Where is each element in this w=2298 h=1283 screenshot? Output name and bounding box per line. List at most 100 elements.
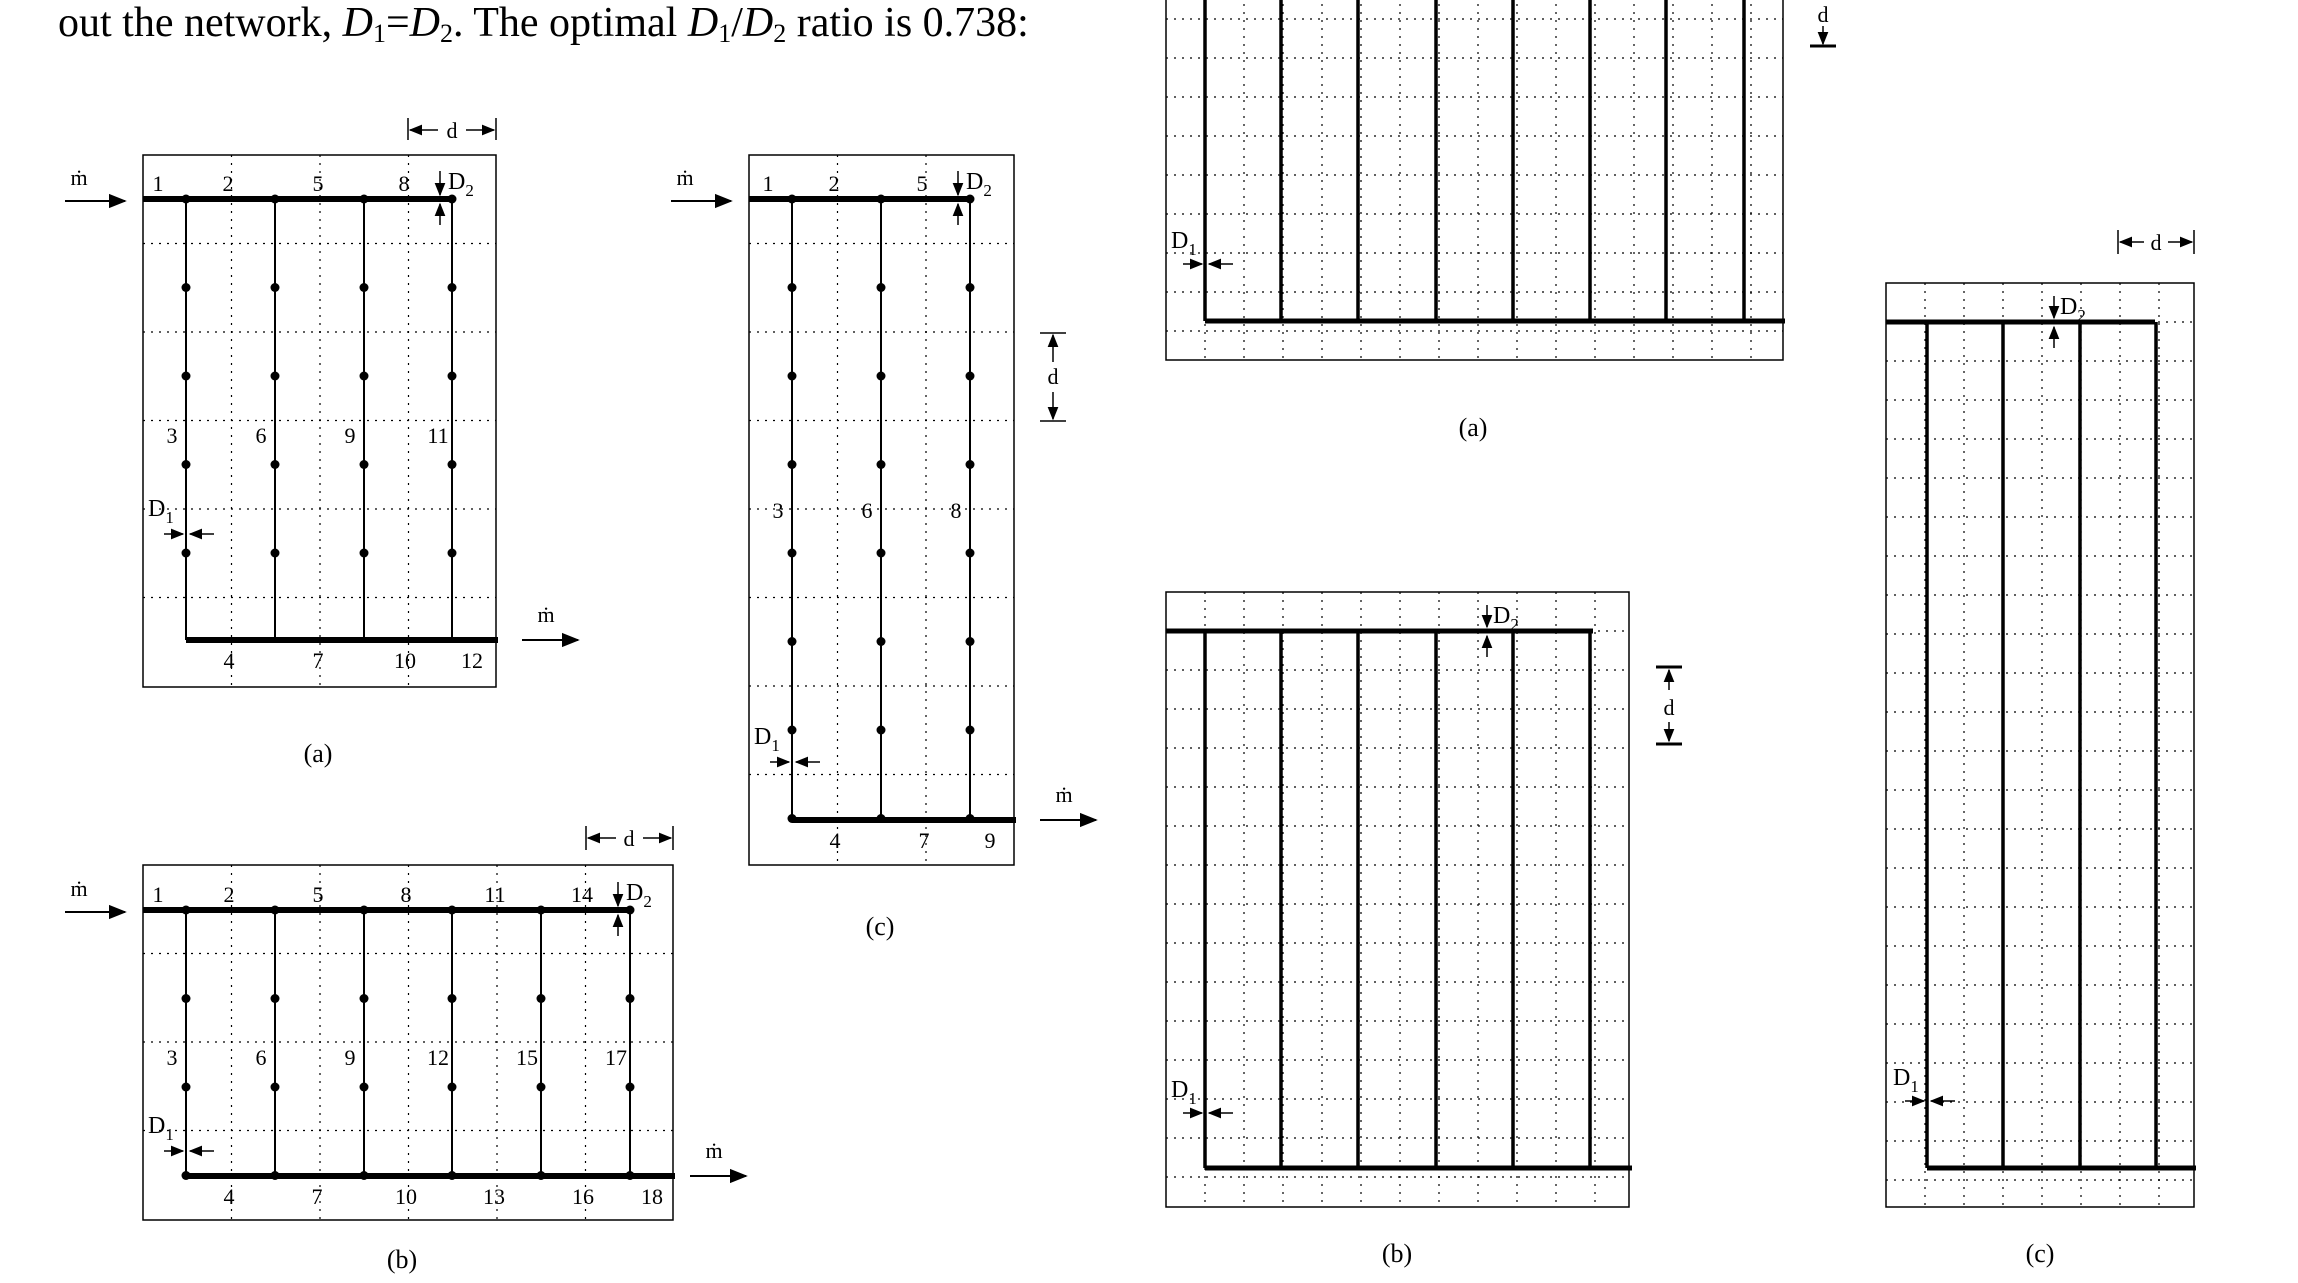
left-a-mid-node-label: 6: [256, 423, 267, 448]
left-c-node: [787, 637, 797, 646]
left-a-inflow-label: ṁ: [70, 165, 87, 190]
left-b-node: [270, 1082, 280, 1092]
left-b-node: [625, 1082, 635, 1092]
left-b-mid-node-label: 17: [605, 1045, 627, 1070]
left-b-caption: (b): [387, 1245, 417, 1274]
left-b-node: [536, 1082, 546, 1092]
left-b-node: [625, 1171, 635, 1180]
left-c-dim-label: d: [1048, 364, 1059, 389]
left-b-bottom-node-label: 4: [224, 1184, 235, 1209]
left-a-node: [270, 371, 280, 381]
left-c-mid-node-label: 6: [862, 498, 873, 523]
left-a-node: [270, 460, 280, 469]
left-a-bottom-node-label: 4: [224, 648, 235, 673]
left-b-top-node-label: 8: [401, 882, 412, 907]
left-c-node: [965, 725, 975, 735]
right-b-caption: (b): [1382, 1239, 1412, 1268]
left-a-dim-label: d: [447, 118, 458, 143]
left-c-node: [787, 814, 797, 823]
left-b-d1-label: D1: [148, 1113, 174, 1144]
left-a-bottom-node-label: 12: [461, 648, 483, 673]
left-b-node: [625, 994, 635, 1003]
left-c-node: [965, 460, 975, 469]
left-a-node: [359, 371, 369, 381]
left-c-node: [965, 548, 975, 558]
left-b-node: [359, 1171, 369, 1180]
right-c-d2-label: D2: [2060, 294, 2086, 325]
left-b-bottom-node-label: 18: [641, 1184, 663, 1209]
left-a-node: [359, 460, 369, 469]
left-c-mid-node-label: 3: [773, 498, 784, 523]
left-a-top-node-label: 8: [399, 171, 410, 196]
left-a-d2-label: D2: [448, 169, 474, 200]
left-b-node: [181, 1082, 191, 1092]
left-c-node: [876, 283, 886, 292]
left-a-mid-node-label: 9: [345, 423, 356, 448]
right-b-d2-label: D2: [1493, 603, 1519, 634]
paper-text-line: out the network, D1=D2. The optimal D1/D…: [58, 0, 1029, 48]
left-b-mid-node-label: 12: [427, 1045, 449, 1070]
left-c-node: [876, 814, 886, 823]
left-b-node: [359, 905, 369, 915]
left-c-top-node-label: 5: [917, 171, 928, 196]
left-c-d1-label: D1: [754, 724, 780, 755]
right-a-frame: [1165, 0, 1784, 361]
left-a-node: [447, 283, 457, 292]
right-b-d1-label: D1: [1171, 1077, 1197, 1108]
left-c-bottom-node-label: 9: [985, 828, 996, 853]
left-b-node: [536, 1171, 546, 1180]
left-a-node: [181, 460, 191, 469]
right-b-dim-label: d: [1664, 695, 1675, 720]
right-c-dim-label: d: [2151, 230, 2162, 255]
left-a-node: [181, 194, 191, 204]
left-b-node: [536, 994, 546, 1003]
left-a-top-node-label: 1: [153, 171, 164, 196]
left-b-node: [270, 905, 280, 915]
left-c-bottom-node-label: 4: [830, 828, 841, 853]
left-b-node: [359, 1082, 369, 1092]
left-a-node: [447, 548, 457, 558]
left-c-node: [787, 460, 797, 469]
left-b-top-node-label: 5: [313, 882, 324, 907]
left-c-node: [876, 194, 886, 204]
right-b-grid: [1166, 592, 1629, 1207]
right-a-caption: (a): [1459, 413, 1488, 442]
left-c-frame: [748, 154, 1015, 866]
left-b-mid-node-label: 3: [167, 1045, 178, 1070]
left-a-bottom-node-label: 10: [394, 648, 416, 673]
left-a-mid-node-label: 11: [427, 423, 448, 448]
left-c-node: [965, 814, 975, 823]
left-b-inflow-label: ṁ: [70, 876, 87, 901]
left-b-node: [625, 905, 635, 915]
left-c-bottom-node-label: 7: [919, 828, 930, 853]
left-c-node: [876, 725, 886, 735]
left-b-node: [447, 994, 457, 1003]
left-a-node: [359, 283, 369, 292]
right-c-frame: [1885, 282, 2195, 1208]
right-a-grid: [1166, 0, 1783, 360]
right-a-dim-label: d: [1818, 2, 1829, 27]
left-c-node: [965, 637, 975, 646]
left-c-node: [787, 725, 797, 735]
left-b-top-node-label: 11: [484, 882, 505, 907]
left-b-outflow-label: ṁ: [705, 1138, 722, 1163]
left-c-node: [965, 194, 975, 204]
left-c-node: [965, 283, 975, 292]
left-c-top-node-label: 1: [763, 171, 774, 196]
left-b-bottom-node-label: 10: [395, 1184, 417, 1209]
left-a-node: [270, 548, 280, 558]
left-a-node: [447, 460, 457, 469]
left-a-node: [270, 283, 280, 292]
left-c-inflow-label: ṁ: [676, 165, 693, 190]
left-b-node: [447, 1171, 457, 1180]
left-b-dim-label: d: [624, 826, 635, 851]
left-c-d2-label: D2: [966, 169, 992, 200]
left-b-node: [181, 994, 191, 1003]
left-b-node: [181, 905, 191, 915]
left-b-mid-node-label: 9: [345, 1045, 356, 1070]
left-c-node: [876, 637, 886, 646]
left-c-node: [965, 371, 975, 381]
left-b-d2-label: D2: [626, 880, 652, 911]
left-b-mid-node-label: 6: [256, 1045, 267, 1070]
